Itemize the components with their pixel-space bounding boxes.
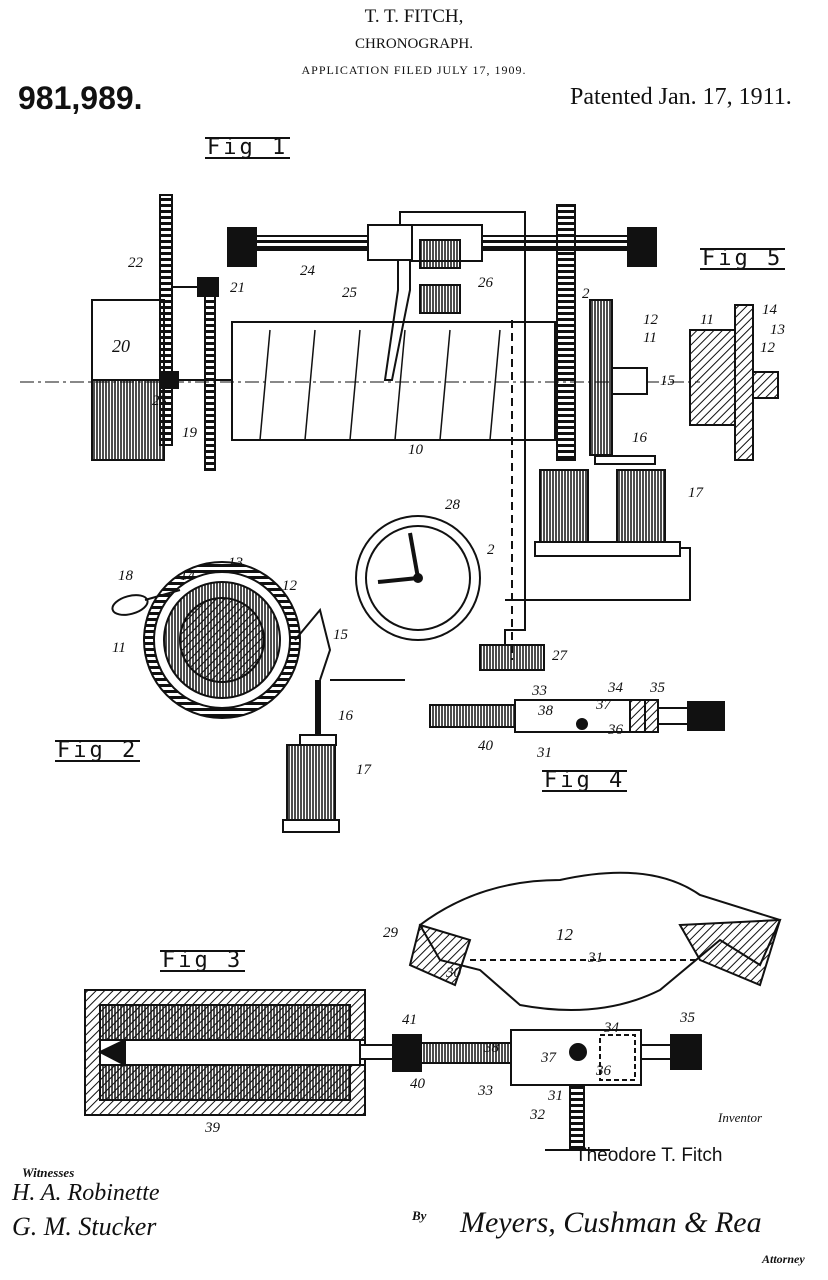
ref-numeral: 15 <box>660 373 675 389</box>
ref-numeral: 18 <box>118 568 133 584</box>
ref-numeral: 12 <box>556 925 573 944</box>
ref-numeral: 32 <box>530 1107 545 1123</box>
gear-19 <box>204 284 216 471</box>
inventor-name: T. T. FITCH, <box>364 6 464 27</box>
ref-numeral: 14 <box>180 568 195 584</box>
screw-end-right <box>627 227 657 267</box>
ref-numeral: 33 <box>478 1083 493 1099</box>
screw-end-left <box>227 227 257 267</box>
ref-numeral: 12 <box>643 312 658 328</box>
figure-3-label: Fig 3 <box>160 948 246 973</box>
attorney-caption: Attorney <box>762 1252 805 1266</box>
ref-numeral: 12 <box>760 340 775 356</box>
patent-title: CHRONOGRAPH. <box>355 36 473 52</box>
ref-numeral: 17 <box>688 485 703 501</box>
ref-numeral: 19 <box>182 425 197 441</box>
ref-numeral: 21 <box>230 280 245 296</box>
ref-numeral: 35 <box>680 1010 695 1026</box>
ref-numeral: 20 <box>112 336 130 356</box>
ref-numeral: 29 <box>383 925 398 941</box>
ref-numeral: 25 <box>342 285 357 301</box>
ref-numeral: 36 <box>608 722 623 738</box>
ref-numeral: 2 <box>487 542 495 558</box>
figure-2-label: Fig 2 <box>55 738 141 763</box>
ref-numeral: 2 <box>582 286 590 302</box>
figure-2-drawing <box>111 561 405 833</box>
ref-numeral: 22 <box>128 255 143 271</box>
ref-numeral: 39 <box>205 1120 220 1136</box>
magnet-17-fig2 <box>286 744 336 821</box>
application-date: APPLICATION FILED JULY 17, 1909. <box>301 63 527 77</box>
patent-number: 981,989. <box>18 80 143 116</box>
ref-numeral: 15 <box>333 627 348 643</box>
figure-5-label: Fig 5 <box>700 246 786 271</box>
ref-numeral: 31 <box>537 745 552 761</box>
ref-numeral: 35 <box>650 680 665 696</box>
ref-numeral: 30 <box>446 965 461 981</box>
witnesses-caption: Witnesses <box>22 1165 75 1180</box>
inventor-signature: Theodore T. Fitch <box>575 1145 723 1166</box>
ref-numeral: 13 <box>228 555 243 571</box>
ref-numeral: 16 <box>338 708 353 724</box>
ref-numeral: 28 <box>445 497 460 513</box>
ref-numeral: 38 <box>538 703 553 719</box>
gear-large <box>556 204 576 461</box>
drum-10 <box>231 321 556 441</box>
attorney-signature: Meyers, Cushman & Rea <box>460 1206 762 1239</box>
ref-numeral: 14 <box>762 302 777 318</box>
ref-numeral: 33 <box>532 683 547 699</box>
ref-numeral: 11 <box>112 640 126 656</box>
ref-numeral: 10 <box>408 442 423 458</box>
inventor-caption: Inventor <box>718 1110 763 1125</box>
figure-1-drawing <box>20 194 700 671</box>
by-caption: By <box>412 1208 427 1223</box>
figure-3-drawing <box>84 871 782 1151</box>
ref-numeral: 31 <box>588 950 603 966</box>
witness-signature-2: G. M. Stucker <box>12 1212 157 1241</box>
magnet-26 <box>419 239 461 269</box>
ref-numeral: 34 <box>604 1020 619 1036</box>
magnet-17b <box>616 469 666 546</box>
ref-numeral: 11 <box>700 312 714 328</box>
figure-5-drawing <box>689 304 779 461</box>
ref-numeral: 23 <box>152 393 167 409</box>
ref-numeral: 34 <box>608 680 623 696</box>
ref-numeral: 38 <box>484 1040 499 1056</box>
contact-comb-27 <box>479 644 545 671</box>
figure-1-label: Fig 1 <box>205 135 291 160</box>
gear-segment-12 <box>418 871 782 1011</box>
ref-numeral: 37 <box>596 697 611 713</box>
figure-4-drawing <box>429 699 725 733</box>
patent-date: Patented Jan. 17, 1911. <box>570 84 792 110</box>
ref-numeral: 36 <box>596 1063 611 1079</box>
ref-numeral: 27 <box>552 648 567 664</box>
ref-numeral: 31 <box>548 1088 563 1104</box>
witness-signature-1: H. A. Robinette <box>12 1180 160 1206</box>
disk-12 <box>589 299 613 456</box>
ref-numeral: 40 <box>410 1076 425 1092</box>
ref-numeral: 12 <box>282 578 297 594</box>
ref-numeral: 37 <box>541 1050 556 1066</box>
ref-numeral: 11 <box>643 330 657 346</box>
ref-numeral: 16 <box>632 430 647 446</box>
magnet-17a <box>539 469 589 546</box>
ref-numeral: 41 <box>402 1012 417 1028</box>
ref-numeral: 40 <box>478 738 493 754</box>
figure-4-label: Fig 4 <box>542 768 628 793</box>
ref-numeral: 17 <box>356 762 371 778</box>
ref-numeral: 26 <box>478 275 493 291</box>
ref-numeral: 13 <box>770 322 785 338</box>
ref-numeral: 24 <box>300 263 315 279</box>
